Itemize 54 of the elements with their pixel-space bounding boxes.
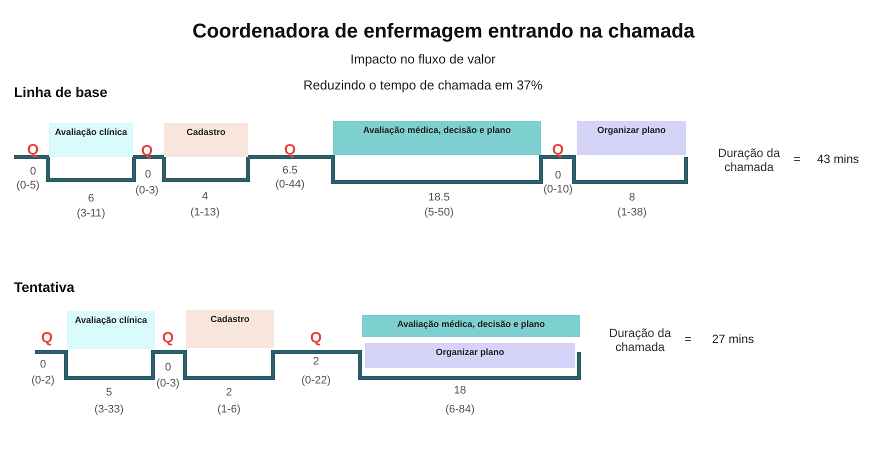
time-value: 18 [452, 384, 468, 398]
time-value: (0-5) [15, 180, 41, 192]
time-value: (0-22) [300, 374, 332, 388]
equals-sign: = [683, 333, 692, 347]
section-heading: Tentativa [14, 278, 74, 296]
time-value: (3-11) [76, 208, 106, 220]
queue-marker: Q [26, 141, 40, 159]
time-value: (5-50) [423, 206, 455, 220]
time-value: (0-10) [542, 184, 574, 196]
process-box: Cadastro [164, 123, 248, 157]
process-box: Organizar plano [577, 121, 686, 155]
subtitle: Reduzindo o tempo de chamada em 37% [302, 78, 544, 94]
time-value: (6-84) [444, 404, 476, 416]
title: Coordenadora de enfermagem entrando na chamada [191, 20, 696, 44]
time-value: (1-6) [216, 404, 242, 416]
total-duration: 43 mins [816, 153, 860, 167]
duration-label: Duração da chamada [608, 327, 672, 355]
time-value: 0 [164, 362, 172, 374]
time-value: (0-2) [30, 374, 56, 388]
queue-marker: Q [40, 329, 54, 347]
process-box: Organizar plano [365, 343, 575, 368]
time-value: (0-3) [134, 184, 160, 198]
process-box: Cadastro [186, 310, 274, 348]
process-box: Avaliação médica, decisão e plano [333, 121, 541, 155]
time-value: (0-44) [274, 178, 306, 192]
queue-marker: Q [551, 141, 565, 159]
time-value: (1-13) [189, 206, 221, 220]
time-value: 8 [628, 192, 636, 204]
queue-marker: Q [161, 329, 175, 347]
equals-sign: = [792, 153, 802, 167]
time-value: (3-33) [93, 404, 125, 416]
time-value: 4 [200, 190, 210, 204]
queue-marker: Q [309, 329, 323, 347]
time-value: (1-38) [616, 206, 648, 220]
duration-label: Duração da chamada [716, 147, 782, 175]
time-value: 18.5 [427, 192, 451, 204]
time-value: 0 [144, 168, 152, 182]
time-value: 0 [38, 358, 48, 372]
time-value: 2 [224, 386, 234, 400]
time-value: 2 [312, 356, 320, 368]
subtitle: Impacto no fluxo de valor [349, 52, 497, 68]
section-heading: Linha de base [14, 84, 108, 100]
process-box: Avaliação clínica [49, 123, 133, 157]
time-value: 6.5 [281, 164, 299, 178]
process-box: Avaliação médica, decisão e plano [362, 315, 580, 337]
queue-marker: Q [140, 142, 154, 160]
time-value: 5 [104, 386, 114, 400]
time-value: (0-3) [155, 378, 181, 390]
time-value: 0 [28, 166, 38, 178]
total-duration: 27 mins [710, 333, 756, 347]
process-box: Avaliação clínica [67, 311, 155, 349]
time-value: 6 [86, 192, 96, 206]
queue-marker: Q [283, 141, 297, 159]
time-value: 0 [554, 170, 562, 182]
